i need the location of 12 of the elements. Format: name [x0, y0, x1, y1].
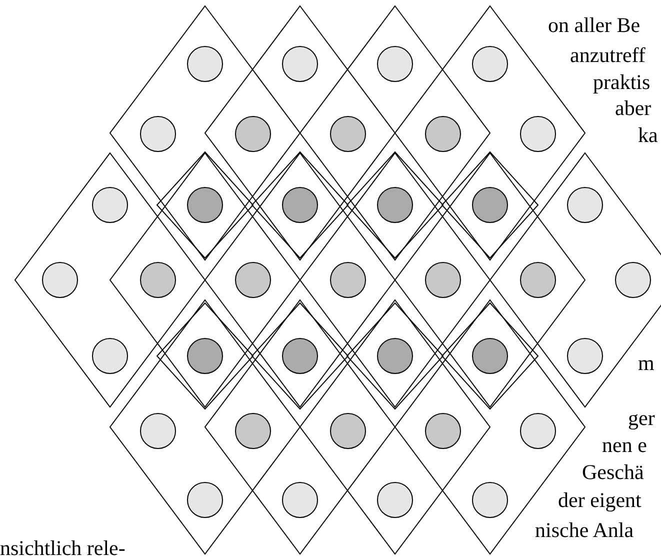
text-fragment: on aller Be — [548, 13, 640, 37]
text-fragment: anzutreff — [570, 43, 646, 67]
text-fragment: aber — [615, 96, 652, 120]
text-fragment: nische Anla — [535, 518, 634, 542]
text-fragment: der eigent — [558, 488, 642, 512]
text-fragment: ka — [638, 123, 658, 147]
text-fragment: ger — [628, 406, 655, 430]
text-fragment: praktis — [593, 70, 650, 94]
text-fragment: m — [638, 351, 654, 375]
text-fragment: nsichtlich rele- — [0, 536, 126, 559]
text-fragment: Geschä — [582, 460, 644, 484]
text-fragment: nen e — [602, 433, 647, 457]
